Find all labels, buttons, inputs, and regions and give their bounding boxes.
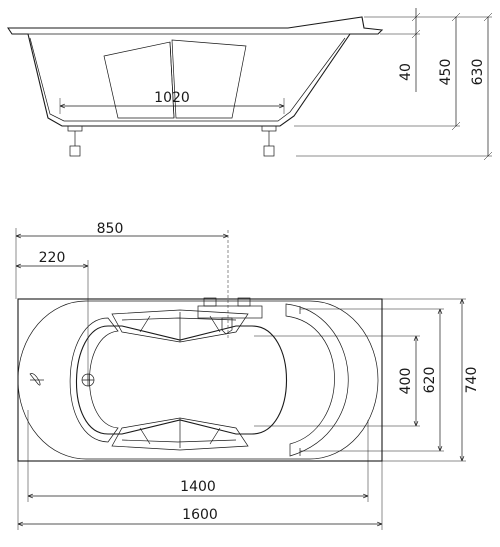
side-backrest-left bbox=[103, 41, 175, 119]
side-foot-right bbox=[261, 125, 277, 157]
overflow-symbol bbox=[29, 373, 44, 386]
side-view: 1020 40 450 630 bbox=[6, 8, 493, 161]
headrest bbox=[285, 303, 349, 457]
top-outer-outline bbox=[17, 298, 383, 462]
dim-label-1400: 1400 bbox=[180, 479, 216, 495]
side-tub-outline bbox=[6, 16, 384, 127]
dim-label-40: 40 bbox=[398, 63, 414, 81]
dim-label-1020: 1020 bbox=[154, 90, 190, 106]
dim-label-400: 400 bbox=[398, 368, 414, 395]
top-basin-outer bbox=[69, 317, 119, 443]
top-view: 850 220 400 620 740 1400 1600 bbox=[15, 221, 480, 530]
top-basin-inner bbox=[75, 325, 287, 435]
faucet-assembly bbox=[197, 297, 263, 335]
side-backrest-right bbox=[171, 39, 247, 119]
dim-label-630: 630 bbox=[470, 59, 486, 86]
dim-label-740: 740 bbox=[464, 367, 480, 394]
side-backrest-seam bbox=[169, 41, 175, 119]
dim-label-220: 220 bbox=[39, 250, 66, 266]
dim-label-620: 620 bbox=[422, 367, 438, 394]
armrest-bottom bbox=[111, 417, 249, 451]
top-rim-outline bbox=[17, 300, 379, 460]
side-foot-left bbox=[67, 125, 83, 157]
dim-label-450: 450 bbox=[438, 59, 454, 86]
armrest-top bbox=[111, 309, 249, 343]
side-inner-contour bbox=[29, 37, 346, 122]
dim-label-850: 850 bbox=[97, 221, 124, 237]
dim-label-1600: 1600 bbox=[182, 507, 218, 523]
